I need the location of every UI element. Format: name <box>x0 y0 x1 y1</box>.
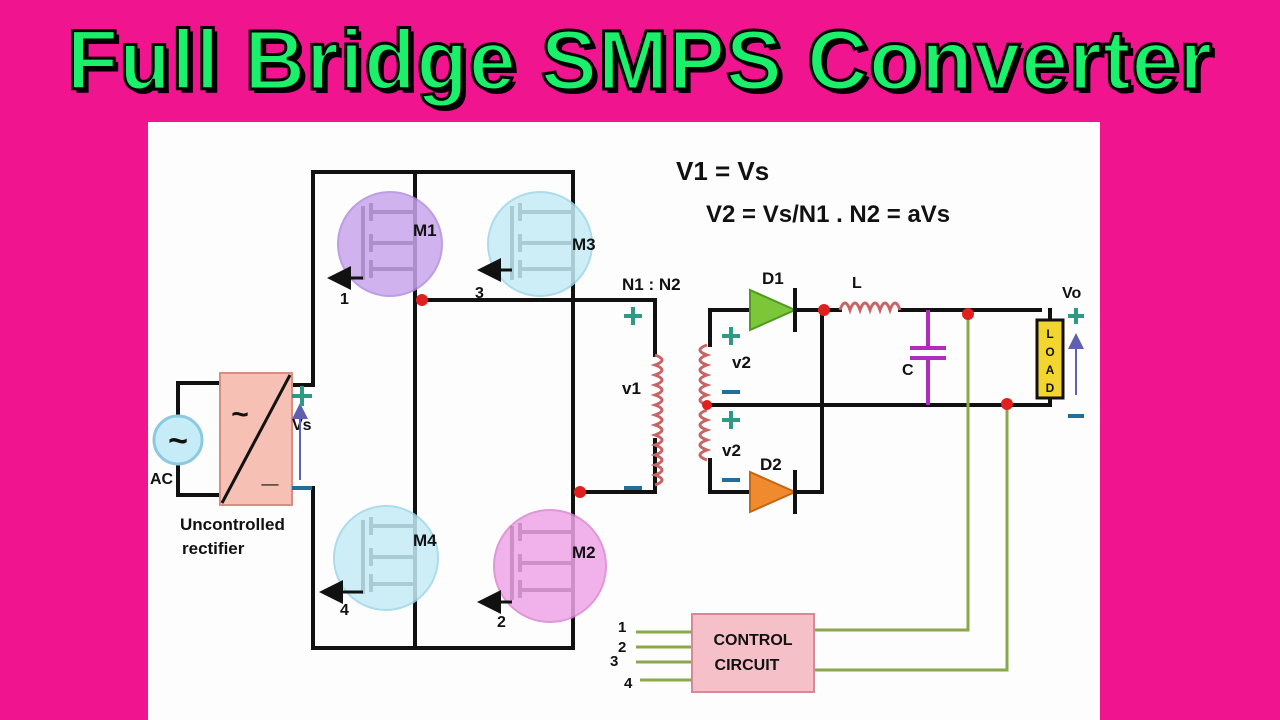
secondary-winding-bottom <box>698 408 712 462</box>
inductor-coil <box>838 301 902 315</box>
secondary-winding-top <box>698 343 712 407</box>
primary-voltage-label: v1 <box>622 379 641 398</box>
output-terminal: Vo <box>1062 285 1084 418</box>
mosfet-m1-body <box>337 191 443 297</box>
mosfet-m3-gate: 3 <box>475 285 484 302</box>
rectifier-caption-2: rectifier <box>182 539 245 558</box>
mosfet-m1: M1 1 <box>327 191 443 308</box>
diagram-panel <box>148 122 1100 720</box>
turns-ratio: N1 : N2 <box>622 275 681 294</box>
control-input-1: 1 <box>618 619 626 636</box>
load-box <box>1035 318 1065 400</box>
mosfet-m4: M4 4 <box>319 505 439 619</box>
equation-v1: V1 = Vs <box>676 156 769 186</box>
mosfet-m1-gate: 1 <box>340 291 349 308</box>
rectifier-block: ~ _ Vs Uncontrolled rectifier <box>180 372 312 558</box>
inductor: L <box>838 275 902 315</box>
mosfet-m2-label: M2 <box>572 543 596 562</box>
rectifier-ac-symbol: ~ <box>231 398 249 431</box>
ac-source-circle <box>152 414 204 466</box>
junction-dots <box>416 294 1013 498</box>
load-letter-4: D <box>1046 381 1055 395</box>
control-circuit-line1: CONTROL <box>713 632 792 649</box>
mosfet-m1-label: M1 <box>413 221 437 240</box>
diode-d1-body <box>749 288 798 332</box>
load: L O A D <box>1035 318 1065 400</box>
control-input-4: 4 <box>624 675 633 692</box>
mosfet-m3: M3 3 <box>475 191 596 302</box>
inductor-label: L <box>852 275 862 292</box>
control-circuit-box <box>691 613 815 693</box>
control-input-3: 3 <box>610 653 618 670</box>
control-wiring <box>636 312 1009 682</box>
mosfet-m4-label: M4 <box>413 531 437 550</box>
rectifier-caption-1: Uncontrolled <box>180 515 285 534</box>
load-letter-1: L <box>1046 327 1053 341</box>
vs-label: Vs <box>292 417 312 434</box>
mosfet-m2-body <box>493 509 607 623</box>
rectifier-dc-symbol: _ <box>261 456 279 489</box>
mosfet-m3-body <box>487 191 593 297</box>
secondary-voltage-top-label: v2 <box>732 353 751 372</box>
control-circuit-line2: CIRCUIT <box>715 657 780 674</box>
diode-d1: D1 <box>749 269 798 332</box>
mosfet-m2-gate: 2 <box>497 614 506 631</box>
equation-v2: V2 = Vs/N1 . N2 = aVs <box>706 201 950 228</box>
ac-source: ~ AC <box>150 414 204 488</box>
secondary-voltage-bottom-label: v2 <box>722 441 741 460</box>
diode-d2-label: D2 <box>760 455 782 474</box>
capacitor-label: C <box>902 362 914 379</box>
diode-d1-label: D1 <box>762 269 784 288</box>
mosfet-m2: M2 2 <box>477 509 607 631</box>
primary-winding <box>650 353 664 487</box>
output-voltage-label: Vo <box>1062 285 1081 302</box>
mosfet-m4-body <box>333 505 439 611</box>
mosfet-m3-label: M3 <box>572 235 596 254</box>
transformer: N1 : N2 v1 v2 v2 <box>622 275 751 490</box>
ac-source-label: AC <box>150 471 174 488</box>
control-input-2: 2 <box>618 639 626 656</box>
load-letter-3: A <box>1046 363 1055 377</box>
diode-d2-body <box>749 470 798 514</box>
diode-d2: D2 <box>749 455 798 514</box>
load-letter-2: O <box>1045 345 1054 359</box>
mosfet-m4-gate: 4 <box>340 602 349 619</box>
ac-source-symbol: ~ <box>168 422 188 460</box>
power-wiring <box>176 170 1052 650</box>
page-title: Full Bridge SMPS Converter <box>65 12 1214 109</box>
control-circuit: CONTROL CIRCUIT 1 2 3 4 <box>610 613 815 693</box>
capacitor: C <box>902 310 946 405</box>
